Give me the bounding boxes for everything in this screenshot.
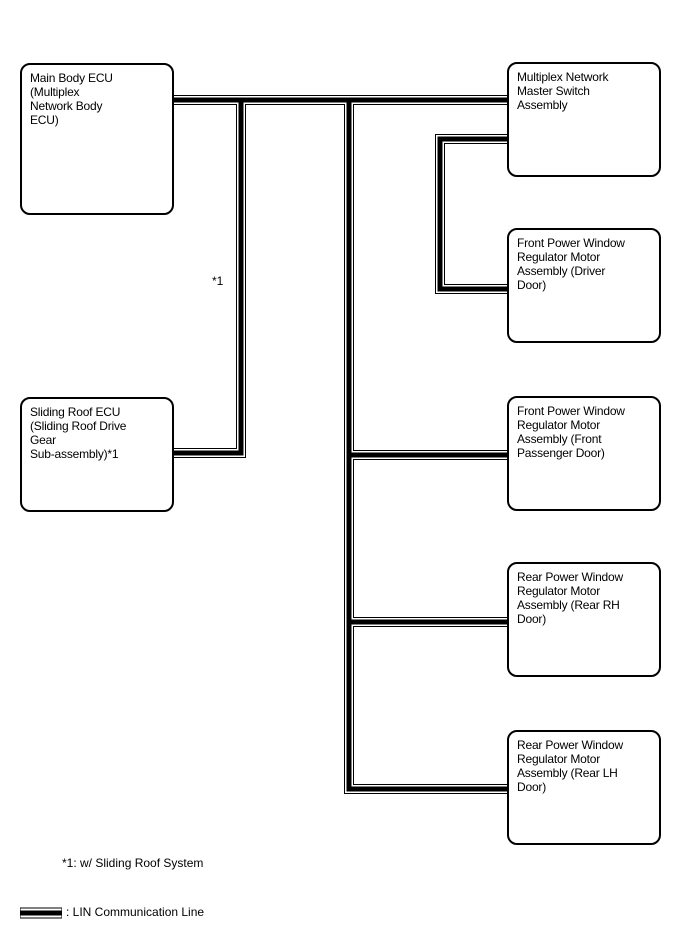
- front-driver-line-3: Assembly (Driver: [517, 264, 606, 278]
- rear-rh-line-1: Rear Power Window: [517, 570, 623, 584]
- rear-rh-line-4: Door): [517, 612, 547, 626]
- wire-passenger-trunk: [346, 100, 507, 792]
- main-body-ecu-line-2: (Multiplex: [30, 85, 80, 99]
- lin-line-legend-icon: [20, 907, 62, 919]
- rear-rh-line-3: Assembly (Rear RH: [517, 598, 620, 612]
- main-body-ecu-box: Main Body ECU (Multiplex Network Body EC…: [20, 63, 174, 215]
- front-passenger-motor-box: Front Power Window Regulator Motor Assem…: [507, 396, 661, 511]
- sliding-roof-ecu-line-1: Sliding Roof ECU: [30, 405, 121, 419]
- master-switch-line-2: Master Switch: [517, 84, 590, 98]
- sliding-roof-ecu-box: Sliding Roof ECU (Sliding Roof Drive Gea…: [20, 397, 174, 512]
- main-body-ecu-line-1: Main Body ECU: [30, 71, 113, 85]
- master-switch-line-1: Multiplex Network: [517, 70, 609, 84]
- front-passenger-line-3: Assembly (Front: [517, 432, 602, 446]
- wire-driver-loop-outline-1: [436, 135, 507, 293]
- wire-passenger-trunk-outline-0: [344, 100, 507, 794]
- wire-sliding-roof-drop-outline-1: [174, 100, 245, 457]
- rear-lh-line-2: Regulator Motor: [517, 752, 601, 766]
- sliding-roof-ecu-line-2: (Sliding Roof Drive: [30, 419, 127, 433]
- main-body-ecu-line-4: ECU): [30, 113, 59, 127]
- master-switch-box: Multiplex Network Master Switch Assembly: [507, 62, 661, 177]
- wire-passenger-trunk-outline-1: [345, 100, 507, 793]
- front-driver-line-4: Door): [517, 278, 547, 292]
- rear-rh-line-2: Regulator Motor: [517, 584, 601, 598]
- sliding-roof-ecu-line-3: Gear: [30, 433, 56, 447]
- front-passenger-line-4: Passenger Door): [517, 446, 605, 460]
- front-driver-line-2: Regulator Motor: [517, 250, 601, 264]
- footnote: *1: w/ Sliding Roof System: [62, 856, 204, 870]
- wire-sliding-roof-drop-outline-0: [174, 100, 246, 458]
- wire-driver-loop: [437, 136, 507, 292]
- front-driver-line-1: Front Power Window: [517, 236, 625, 250]
- rear-lh-line-3: Assembly (Rear LH: [517, 766, 618, 780]
- rear-lh-line-4: Door): [517, 780, 547, 794]
- front-passenger-line-2: Regulator Motor: [517, 418, 601, 432]
- rear-lh-line-1: Rear Power Window: [517, 738, 623, 752]
- rear-lh-motor-box: Rear Power Window Regulator Motor Assemb…: [507, 730, 661, 845]
- master-switch-line-3: Assembly: [517, 98, 568, 112]
- front-driver-motor-box: Front Power Window Regulator Motor Assem…: [507, 228, 661, 343]
- front-passenger-line-1: Front Power Window: [517, 404, 625, 418]
- sliding-roof-wire-marker: *1: [212, 274, 224, 288]
- main-body-ecu-line-3: Network Body: [30, 99, 103, 113]
- legend-label: : LIN Communication Line: [66, 905, 205, 919]
- sliding-roof-ecu-line-4: Sub-assembly)*1: [30, 447, 119, 461]
- rear-rh-motor-box: Rear Power Window Regulator Motor Assemb…: [507, 562, 661, 677]
- wire-sliding-roof-drop: [174, 100, 244, 456]
- wire-driver-loop-outline-0: [435, 134, 507, 294]
